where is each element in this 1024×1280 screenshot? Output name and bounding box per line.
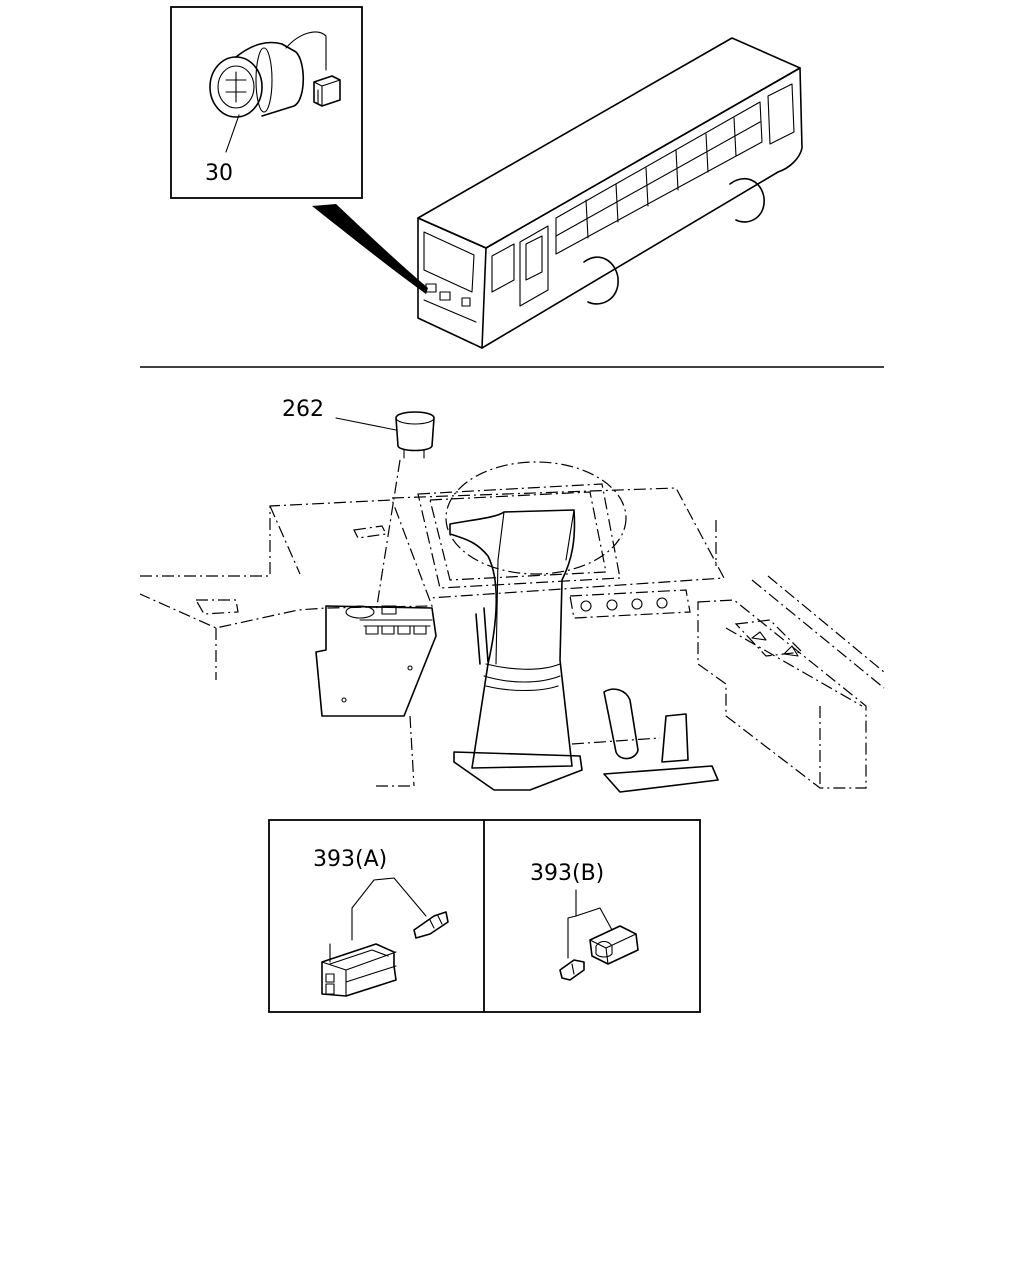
inset-part-30: 30 (170, 6, 363, 199)
callout-262: 262 (282, 397, 324, 422)
inset-part-393: 393(A) 393(B) (268, 819, 701, 1013)
callout-30: 30 (205, 161, 233, 186)
cockpit-illustration: 262 (139, 397, 885, 793)
inset-pointer (312, 204, 428, 294)
bus-illustration (417, 37, 803, 349)
callout-393a: 393(A) (313, 847, 387, 872)
callout-393b: 393(B) (530, 861, 604, 886)
